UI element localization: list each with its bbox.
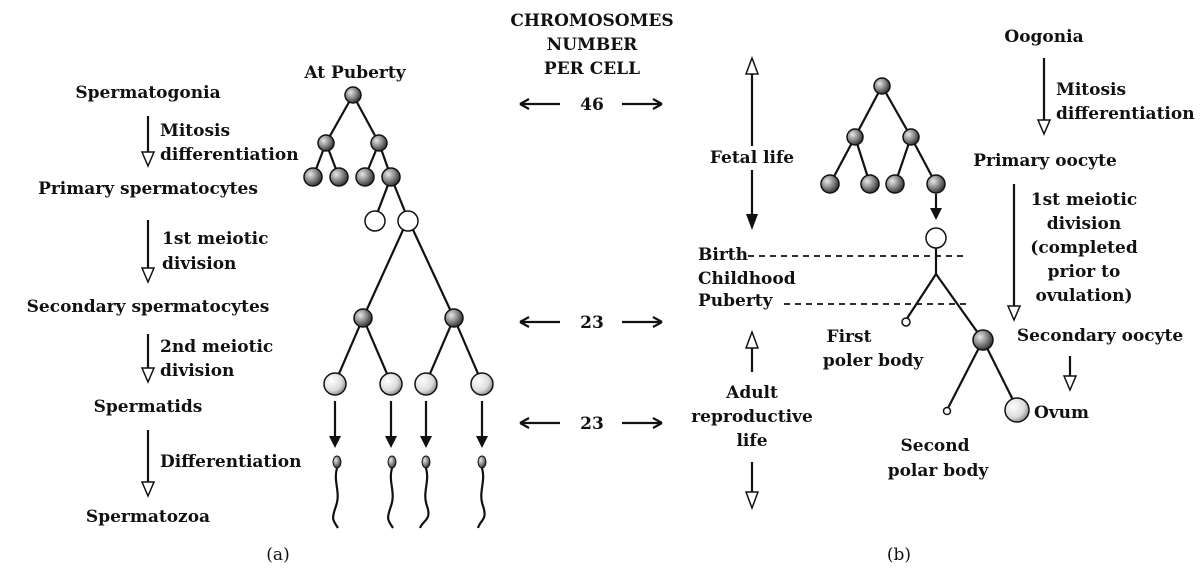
secondary-oocyte-cell xyxy=(972,329,994,351)
caption-b: (b) xyxy=(887,545,911,565)
oogonium-cell xyxy=(902,128,920,146)
spermatid-cell xyxy=(323,372,347,396)
male-meiosis1-division-label: division xyxy=(162,254,236,274)
down-arrow-icon xyxy=(1062,356,1078,392)
male-differentiation-label: differentiation xyxy=(160,145,299,165)
spermatozoon-icon xyxy=(418,455,431,529)
female-meiosis-label-3: (completed xyxy=(1030,238,1138,258)
oogonium-cell xyxy=(820,174,840,194)
oogonium-cell xyxy=(926,174,946,194)
spermatogonium-cell xyxy=(303,167,323,187)
down-arrow-icon xyxy=(140,220,156,284)
oogonium-cell xyxy=(873,77,891,95)
spermatogonia-label: Spermatogonia xyxy=(75,83,220,103)
primary-spermatocytes-label: Primary spermatocytes xyxy=(38,179,258,199)
female-meiosis-label-1: 1st meiotic xyxy=(1031,190,1137,210)
life-label: life xyxy=(736,431,767,451)
second-polar-body-label-2: polar body xyxy=(888,461,990,481)
down-arrow-icon xyxy=(140,116,156,168)
header-line-2: NUMBER xyxy=(547,35,639,55)
chromosome-number: 23 xyxy=(580,313,604,333)
ovum-label: Ovum xyxy=(1034,403,1089,423)
fetal-life-label: Fetal life xyxy=(710,148,794,168)
male-meiosis2-division-label: division xyxy=(160,361,234,381)
birth-label: Birth xyxy=(698,245,748,265)
oogonium-cell xyxy=(846,128,864,146)
female-meiosis-label-4: prior to xyxy=(1048,262,1121,282)
chromosome-row-23-a: 23 xyxy=(519,313,663,333)
first-polar-body-label-2: poler body xyxy=(823,351,924,371)
first-polar-body-label-1: First xyxy=(827,327,872,347)
oogonia-label: Oogonia xyxy=(1004,27,1083,47)
oogonium-cell xyxy=(885,174,905,194)
male-mitosis-label: Mitosis xyxy=(160,121,230,141)
puberty-label: Puberty xyxy=(698,291,774,311)
spermatid-cell xyxy=(470,372,494,396)
ovum-cell xyxy=(1004,397,1030,423)
spermatozoon-icon xyxy=(387,455,397,529)
second-polar-body-cell xyxy=(942,406,952,416)
adult-life-arrow xyxy=(744,329,760,511)
spermatogonium-cell xyxy=(329,167,349,187)
spermatids-label: Spermatids xyxy=(94,397,203,417)
spermatogonium-cell xyxy=(355,167,375,187)
spermatozoa-label: Spermatozoa xyxy=(86,507,210,527)
down-arrow-icon xyxy=(140,334,156,384)
male-meiosis1-label: 1st meiotic xyxy=(162,229,268,249)
primary-spermatocyte-cell xyxy=(397,210,419,232)
down-arrow-icon xyxy=(1006,184,1022,322)
reproductive-label: reproductive xyxy=(691,407,813,427)
secondary-spermatocytes-label: Secondary spermatocytes xyxy=(27,297,270,317)
spermatozoon-icon xyxy=(476,455,487,529)
caption-a: (a) xyxy=(266,545,289,565)
spermatogonium-cell xyxy=(317,134,335,152)
spermatogenesis-tree xyxy=(303,86,494,529)
down-arrow-icon xyxy=(140,430,156,498)
childhood-label: Childhood xyxy=(698,269,796,289)
oogonium-cell xyxy=(860,174,880,194)
chromosome-number: 46 xyxy=(580,95,604,115)
header-line-3: PER CELL xyxy=(544,59,640,79)
chromosome-row-23-b: 23 xyxy=(519,414,663,434)
fetal-life-arrow xyxy=(744,55,760,230)
female-mitosis-label: Mitosis xyxy=(1056,80,1126,100)
chromosome-number: 23 xyxy=(580,414,604,434)
spermatozoon-icon xyxy=(332,455,342,529)
at-puberty-label: At Puberty xyxy=(303,63,406,83)
down-arrow-icon xyxy=(1036,58,1052,136)
secondary-oocyte-label: Secondary oocyte xyxy=(1017,326,1184,346)
female-meiosis-label-5: ovulation) xyxy=(1035,286,1132,306)
male-meiosis2-label: 2nd meiotic xyxy=(160,337,273,357)
oogenesis-tree xyxy=(820,77,1030,423)
second-polar-body-label-1: Second xyxy=(900,436,969,456)
secondary-spermatocyte-cell xyxy=(353,308,373,328)
spermatid-cell xyxy=(379,372,403,396)
male-differentiation-step-label: Differentiation xyxy=(160,452,301,472)
first-polar-body-cell xyxy=(901,317,911,327)
spermatogonium-cell xyxy=(381,167,401,187)
secondary-spermatocyte-cell xyxy=(444,308,464,328)
primary-oocyte-cell xyxy=(925,227,947,249)
header-line-1: CHROMOSOMES xyxy=(510,11,673,31)
adult-label: Adult xyxy=(725,383,778,403)
chromosome-row-46: 46 xyxy=(519,95,663,115)
primary-oocyte-label: Primary oocyte xyxy=(973,151,1117,171)
spermatogonium-cell xyxy=(370,134,388,152)
primary-spermatocyte-cell xyxy=(364,210,386,232)
spermatogonium-cell xyxy=(344,86,362,104)
female-differentiation-label: differentiation xyxy=(1056,104,1195,124)
spermatid-cell xyxy=(414,372,438,396)
female-meiosis-label-2: division xyxy=(1047,214,1121,234)
